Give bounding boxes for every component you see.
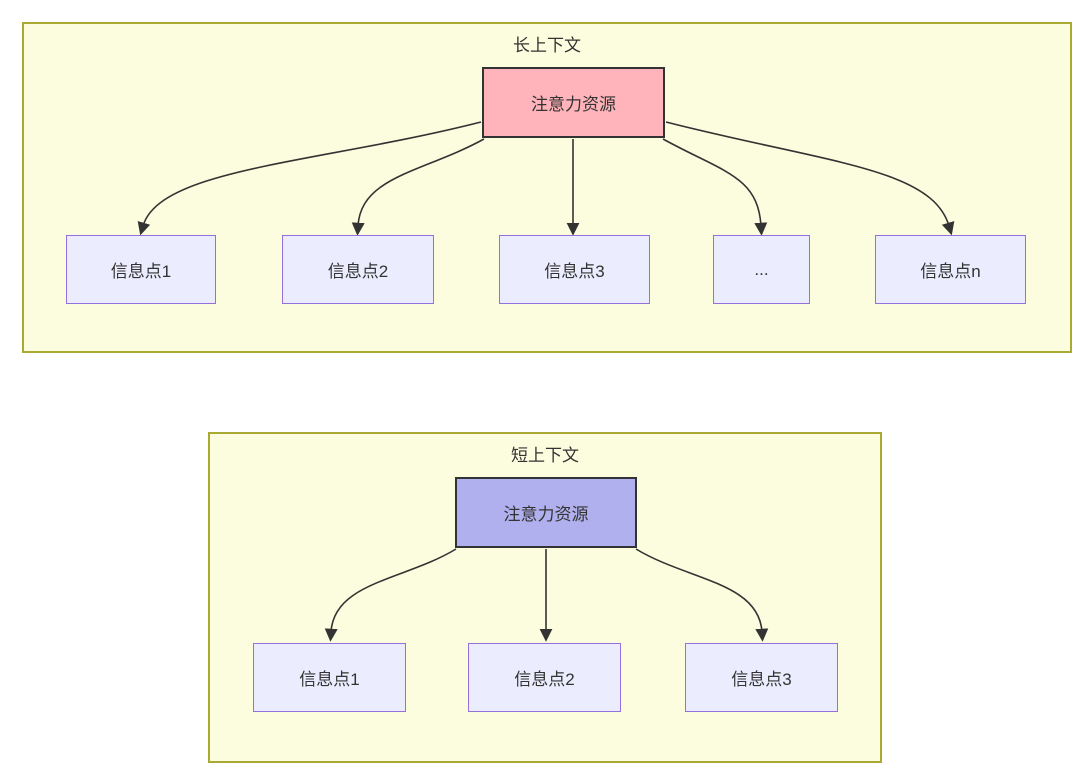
short-info-node-3: 信息点3 bbox=[685, 643, 838, 712]
edge-long-attention-to-info4 bbox=[662, 138, 768, 236]
short-info-node-2: 信息点2 bbox=[468, 643, 621, 712]
long-info-node-3: 信息点3 bbox=[499, 235, 650, 304]
short-context-title: 短上下文 bbox=[511, 446, 579, 465]
edge-long-attention-to-info1 bbox=[137, 121, 482, 236]
long-info-node-1: 信息点1 bbox=[66, 235, 216, 304]
long-attention-node: 注意力资源 bbox=[482, 67, 665, 138]
edge-long-attention-to-info5 bbox=[665, 121, 955, 236]
short-attention-node: 注意力资源 bbox=[455, 477, 637, 548]
long-info-node-ellipsis: ... bbox=[713, 235, 810, 304]
long-info-node-n: 信息点n bbox=[875, 235, 1026, 304]
edge-short-attention-to-info3 bbox=[635, 548, 769, 642]
short-info-node-1: 信息点1 bbox=[253, 643, 406, 712]
edge-short-attention-to-info1 bbox=[324, 548, 457, 642]
long-info-node-2: 信息点2 bbox=[282, 235, 434, 304]
long-context-title: 长上下文 bbox=[513, 36, 581, 55]
edge-long-attention-to-info2 bbox=[351, 138, 485, 236]
